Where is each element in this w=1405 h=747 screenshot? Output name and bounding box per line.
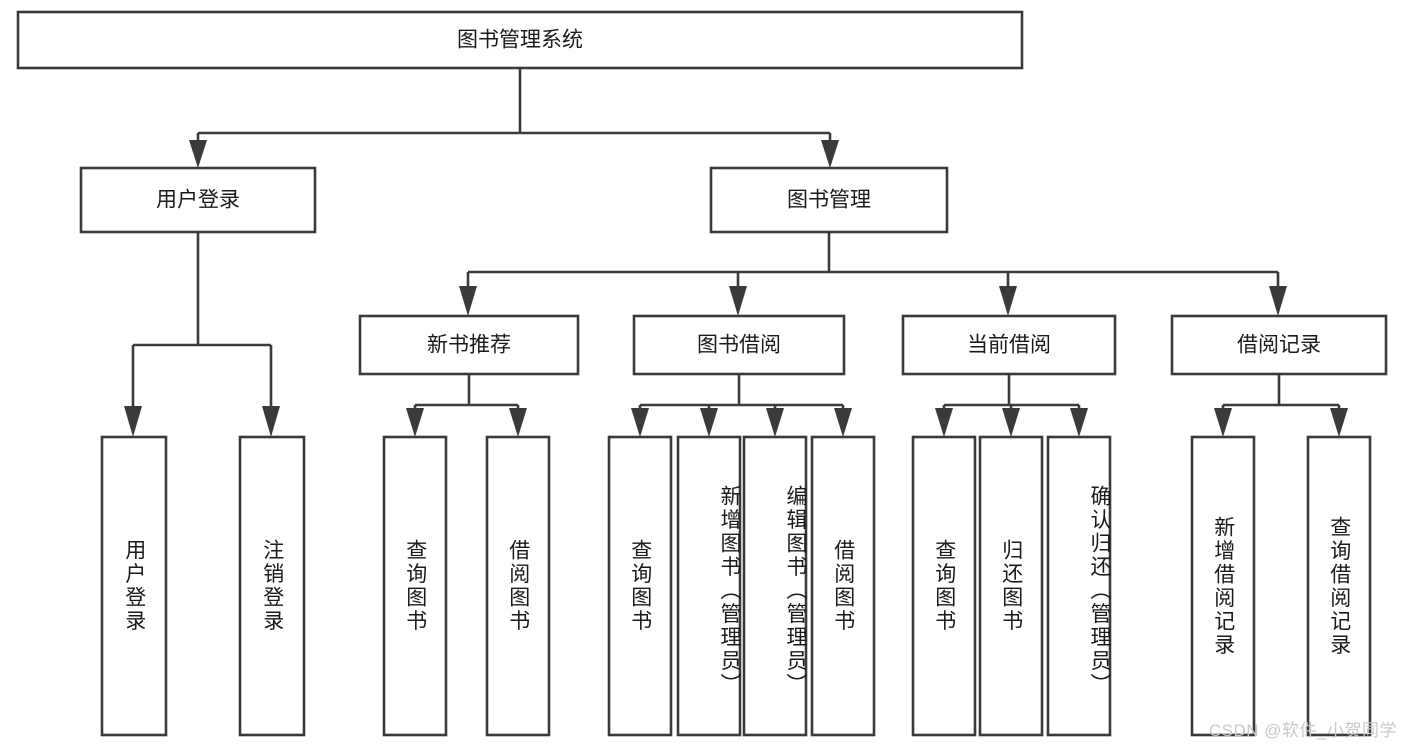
leaf-label-confirm-return: 确认归还（管理员） [1088,485,1111,697]
leaf-box-add-record[interactable] [1190,435,1256,737]
leaf-label-borrow-book-2: 借阅图书 [831,539,855,633]
leaf-box-logout[interactable] [238,435,306,737]
arrowhead-leaf-query-record [1330,408,1348,437]
node-user-login-label: 用户登录 [156,189,240,212]
leaf-box-borrow-book-2[interactable] [810,435,876,737]
arrowhead-new-book-recommend [459,286,477,316]
leaf-box-user-login[interactable] [100,435,168,737]
leaf-label-logout: 注销登录 [260,539,284,633]
leaf-box-add-book[interactable] [676,435,742,737]
arrowhead-leaf-return-book [1002,408,1020,437]
leaf-label-add-book: 新增图书（管理员） [718,485,741,697]
arrowhead-leaf-user-login [124,406,142,437]
leaf-box-borrow-book-1[interactable] [485,435,551,737]
leaf-box-query-book-3[interactable] [911,435,977,737]
leaf-box-query-book-1[interactable] [382,435,448,737]
arrowhead-current-borrow [999,286,1017,316]
leaf-box-query-record[interactable] [1306,435,1372,737]
node-new-book-recommend-box[interactable] [358,314,580,376]
node-borrow-record-box[interactable] [1170,314,1388,376]
node-user-login-box[interactable] [79,166,317,234]
arrowhead-book-management [821,140,839,168]
leaf-label-borrow-book-1: 借阅图书 [506,539,530,633]
leaf-label-query-record: 查询借阅记录 [1327,515,1351,657]
leaf-label-edit-book: 编辑图书（管理员） [784,485,807,697]
arrowhead-leaf-borrow-book-1 [509,408,527,437]
arrowhead-book-borrow [729,286,747,316]
node-root-label: 图书管理系统 [457,29,583,52]
node-new-book-recommend-label: 新书推荐 [427,334,511,357]
arrowhead-borrow-record [1269,286,1287,316]
arrowhead-leaf-add-book [700,408,718,437]
node-current-borrow-label: 当前借阅 [967,334,1051,357]
arrowhead-user-login [189,140,207,168]
node-book-management-box[interactable] [709,166,949,234]
node-book-management-label: 图书管理 [787,189,871,212]
node-root-box[interactable] [16,10,1024,70]
arrowhead-leaf-query-book-1 [406,408,424,437]
leaf-label-add-record: 新增借阅记录 [1211,515,1235,657]
arrowhead-leaf-query-book-3 [935,408,953,437]
leaf-box-query-book-2[interactable] [607,435,673,737]
leaf-label-query-book-1: 查询图书 [403,539,427,633]
arrowhead-leaf-logout [262,406,280,437]
arrowhead-leaf-add-record [1214,408,1232,437]
leaf-label-query-book-3: 查询图书 [932,539,956,633]
node-borrow-record-label: 借阅记录 [1237,334,1321,357]
leaf-box-confirm-return[interactable] [1046,435,1112,737]
csdn-watermark: CSDN @软件_小贺同学 [1208,721,1397,740]
leaf-label-user-login: 用户登录 [122,539,146,633]
arrowhead-leaf-confirm-return [1070,408,1088,437]
leaf-box-edit-book[interactable] [742,435,808,737]
node-book-borrow-box[interactable] [632,314,846,376]
leaf-label-return-book: 归还图书 [999,539,1023,633]
node-book-borrow-label: 图书借阅 [697,334,781,357]
arrowhead-leaf-query-book-2 [631,408,649,437]
leaf-label-query-book-2: 查询图书 [628,539,652,633]
arrowhead-leaf-borrow-book-2 [834,408,852,437]
arrowhead-leaf-edit-book [766,408,784,437]
leaf-box-return-book[interactable] [978,435,1044,737]
